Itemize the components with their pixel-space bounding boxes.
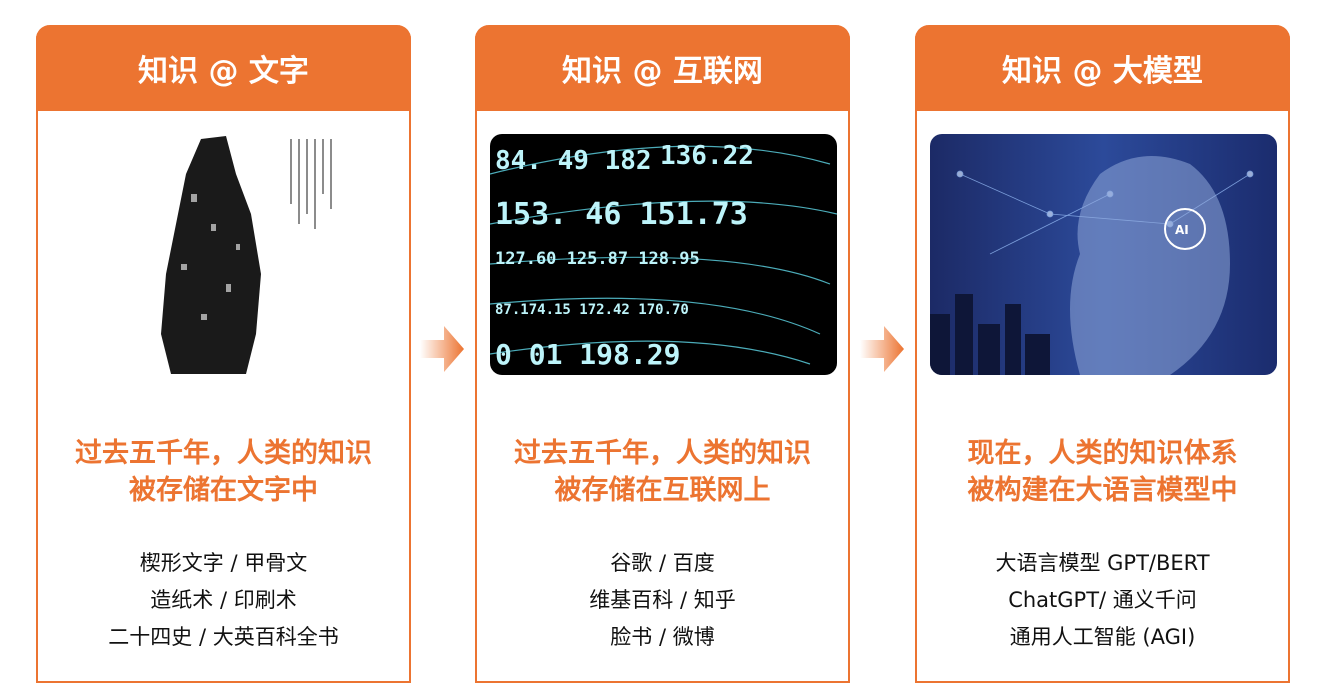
title-line: 现在，人类的知识体系 [967, 438, 1238, 469]
list-item: 脸书 / 微博 [610, 625, 715, 649]
card-header: 知识 @ 大模型 [915, 25, 1290, 111]
card-header: 知识 @ 文字 [36, 25, 411, 111]
card-internet: 知识 @ 互联网 84. 49 182 136.22 153. 46 151.73… [475, 25, 850, 683]
svg-text:84. 49 182: 84. 49 182 [495, 146, 652, 176]
arrow-right-icon [420, 326, 464, 372]
svg-text:87.174.15 172.42 170.70: 87.174.15 172.42 170.70 [495, 302, 689, 318]
title-line: 被构建在大语言模型中 [967, 475, 1238, 506]
card-text: 知识 @ 文字 过去五千年，人类的知识 被存储在文字中 楔形文字 / 甲骨文 造… [36, 25, 411, 683]
list-item: 维基百科 / 知乎 [589, 588, 736, 612]
list-item: 造纸术 / 印刷术 [150, 588, 297, 612]
list-item: 通用人工智能 (AGI) [1009, 625, 1196, 649]
title-line: 被存储在文字中 [129, 475, 318, 506]
card-title: 过去五千年，人类的知识 被存储在文字中 [38, 435, 409, 509]
title-line: 被存储在互联网上 [554, 475, 771, 506]
svg-text:AI: AI [1175, 223, 1189, 237]
ai-face-image: AI [930, 134, 1277, 375]
svg-text:153. 46 151.73: 153. 46 151.73 [495, 197, 748, 232]
list-item: 二十四史 / 大英百科全书 [108, 625, 339, 649]
card-items: 谷歌 / 百度 维基百科 / 知乎 脸书 / 微博 [477, 545, 848, 656]
svg-text:136.22: 136.22 [660, 141, 754, 171]
card-header: 知识 @ 互联网 [475, 25, 850, 111]
card-title: 现在，人类的知识体系 被构建在大语言模型中 [917, 435, 1288, 509]
arrow-right-icon [860, 326, 904, 372]
list-item: 楔形文字 / 甲骨文 [139, 551, 308, 575]
list-item: 大语言模型 GPT/BERT [995, 551, 1210, 575]
title-line: 过去五千年，人类的知识 [514, 438, 811, 469]
card-llm: 知识 @ 大模型 AI 现在，人类的知识体系 被构建在大语言模型中 大语言模型 … [915, 25, 1290, 683]
list-item: 谷歌 / 百度 [610, 551, 715, 575]
svg-text:0 01 198.29: 0 01 198.29 [495, 338, 680, 371]
oracle-bone-image [51, 134, 398, 375]
title-line: 过去五千年，人类的知识 [75, 438, 372, 469]
card-items: 大语言模型 GPT/BERT ChatGPT/ 通义千问 通用人工智能 (AGI… [917, 545, 1288, 656]
svg-text:127.60 125.87 128.95: 127.60 125.87 128.95 [495, 249, 700, 269]
card-title: 过去五千年，人类的知识 被存储在互联网上 [477, 435, 848, 509]
card-items: 楔形文字 / 甲骨文 造纸术 / 印刷术 二十四史 / 大英百科全书 [38, 545, 409, 656]
digital-numbers-image: 84. 49 182 136.22 153. 46 151.73 127.60 1… [490, 134, 837, 375]
list-item: ChatGPT/ 通义千问 [1008, 588, 1197, 612]
